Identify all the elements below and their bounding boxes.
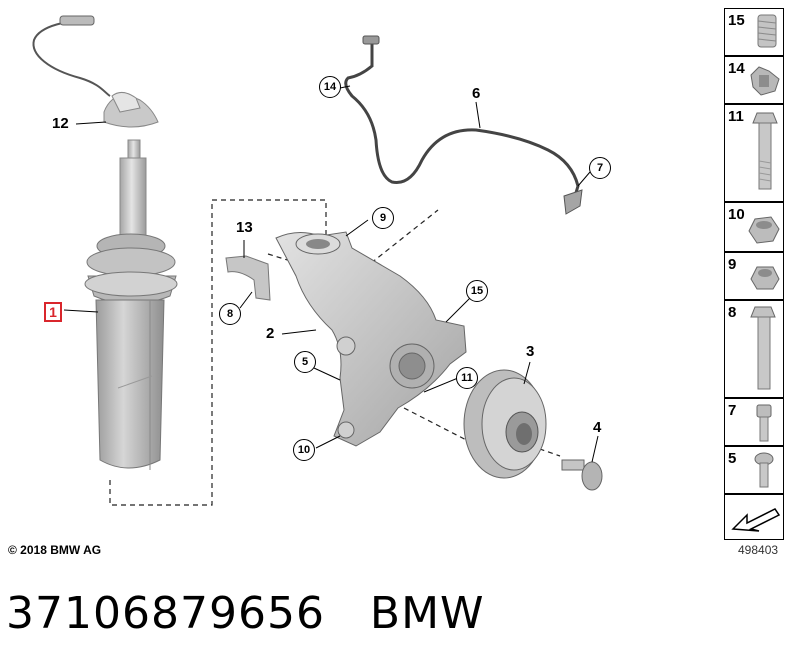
long-bolt-icon — [750, 306, 776, 390]
callout-8: 8 — [219, 303, 241, 325]
callout-14: 14 — [319, 76, 341, 98]
arrow-icon — [731, 508, 781, 532]
callout-6: 6 — [472, 85, 481, 102]
legend-item-9[interactable]: 9 — [724, 252, 784, 300]
callout-4: 4 — [593, 419, 602, 436]
callout-7: 7 — [589, 157, 611, 179]
legend-number: 14 — [728, 60, 745, 77]
legend-number: 7 — [728, 402, 737, 419]
callout-5: 5 — [294, 351, 316, 373]
legend-item-11[interactable]: 11 — [724, 104, 784, 202]
legend-number: 15 — [728, 12, 745, 29]
flange-nut-icon — [750, 266, 780, 290]
cable-clip-icon — [750, 66, 780, 96]
legend-item-5[interactable]: 5 — [724, 446, 784, 494]
figure-id: 498403 — [738, 543, 779, 557]
bolt-icon — [752, 112, 778, 190]
strut-wire — [32, 19, 111, 97]
legend-number: 11 — [728, 108, 744, 125]
callout-3: 3 — [526, 343, 535, 360]
callout-9: 9 — [372, 207, 394, 229]
button-head-screw-icon — [754, 452, 774, 488]
part-2-steering-knuckle — [275, 231, 467, 447]
strut-piston-rod — [127, 139, 141, 159]
legend-number: 10 — [728, 206, 745, 223]
copyright-text: © 2018 BMW AG — [8, 543, 102, 557]
part-13-bracket — [225, 255, 271, 301]
legend-number: 8 — [728, 304, 737, 321]
legend-item-7[interactable]: 7 — [724, 398, 784, 446]
exploded-view-diagram — [32, 15, 603, 506]
part-number: 37106879656 — [6, 588, 325, 639]
callout-12: 12 — [52, 115, 69, 132]
part-number-line: 37106879656 BMW — [6, 588, 485, 639]
callout-10: 10 — [293, 439, 315, 461]
callout-2: 2 — [266, 325, 275, 342]
hex-nut-icon — [748, 216, 780, 244]
wire-connector — [59, 15, 95, 26]
legend-number: 5 — [728, 450, 737, 467]
legend-number: 9 — [728, 256, 737, 273]
part-6-sensor-cable — [344, 40, 580, 207]
callout-15: 15 — [466, 280, 488, 302]
brand-name: BMW — [369, 588, 485, 639]
socket-screw-icon — [756, 404, 772, 442]
callout-13: 13 — [236, 219, 253, 236]
callout-1-highlighted[interactable]: 1 — [44, 302, 62, 322]
legend-item-10[interactable]: 10 — [724, 202, 784, 252]
legend-item-15[interactable]: 15 — [724, 8, 784, 56]
threaded-insert-icon — [757, 14, 777, 48]
legend-item-14[interactable]: 14 — [724, 56, 784, 104]
legend-item-8[interactable]: 8 — [724, 300, 784, 398]
part-4-bolt — [561, 459, 603, 491]
legend-arrow-cell[interactable] — [724, 494, 784, 540]
callout-11: 11 — [456, 367, 478, 389]
part-3-wheel-hub — [463, 369, 547, 479]
